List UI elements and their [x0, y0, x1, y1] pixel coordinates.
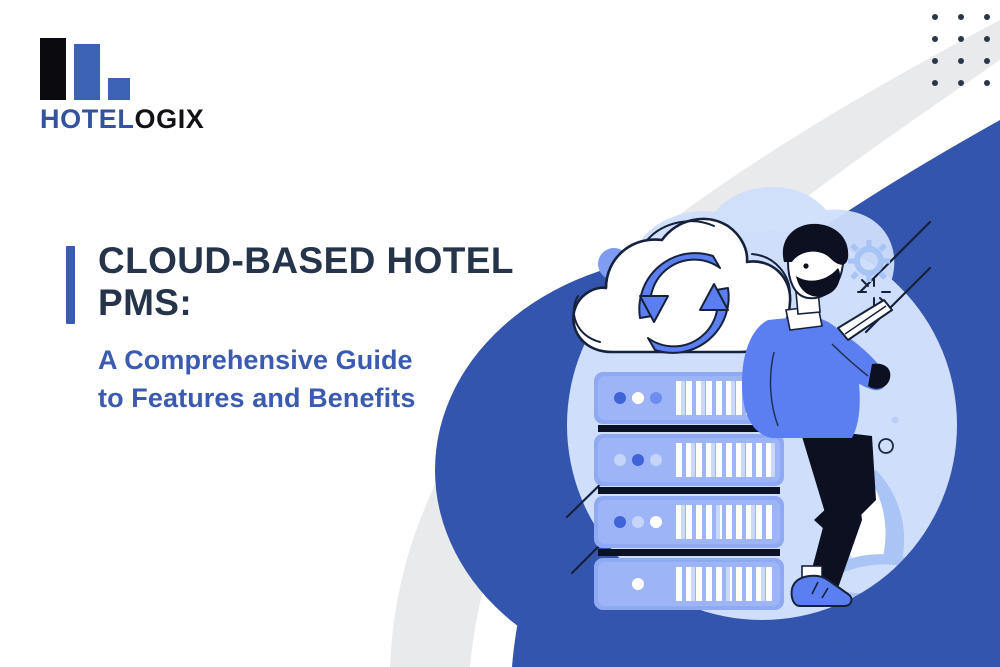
grid-dot [958, 14, 964, 20]
grid-dot [958, 58, 964, 64]
logo-bars-icon [40, 38, 148, 100]
grid-dot [984, 14, 990, 20]
gray-swoosh [390, 20, 1000, 667]
page-subtitle: A Comprehensive Guide to Features and Be… [98, 342, 566, 417]
page-subtitle-line1: A Comprehensive Guide [98, 345, 413, 376]
page-title: CLOUD-BASED HOTEL PMS: [98, 240, 514, 324]
page-subtitle-line2: to Features and Benefits [98, 382, 416, 413]
cloud-icon [572, 217, 792, 354]
person-figure [742, 223, 891, 607]
grid-dot [932, 36, 938, 42]
grid-dot [958, 36, 964, 42]
grid-dot [932, 80, 938, 86]
dot-grid-decoration [932, 14, 1000, 102]
logo-word-hotel: HOTEL [40, 104, 135, 134]
sparkle-icon [857, 277, 891, 307]
sync-arrows-icon [638, 252, 730, 354]
hero-text-block: CLOUD-BASED HOTEL PMS: A Comprehensive G… [66, 240, 566, 417]
brand-logo[interactable]: HOTELOGIX [40, 38, 220, 133]
grid-dot [958, 80, 964, 86]
gear-icon [848, 240, 890, 282]
logo-wordmark: HOTELOGIX [40, 106, 220, 133]
circle-outline-decoration-2 [878, 438, 894, 454]
logo-bar-square [108, 78, 130, 100]
grid-dot [984, 58, 990, 64]
grid-dot [932, 14, 938, 20]
grid-dot [932, 58, 938, 64]
dot-decoration-2 [891, 416, 899, 424]
grid-dot [984, 36, 990, 42]
cloth-icon [837, 299, 893, 341]
logo-bar-black [40, 38, 66, 100]
logo-bar-blue [74, 44, 100, 100]
logo-word-ogix: OGIX [134, 104, 205, 134]
grid-dot [984, 80, 990, 86]
title-accent-bar [66, 246, 75, 324]
